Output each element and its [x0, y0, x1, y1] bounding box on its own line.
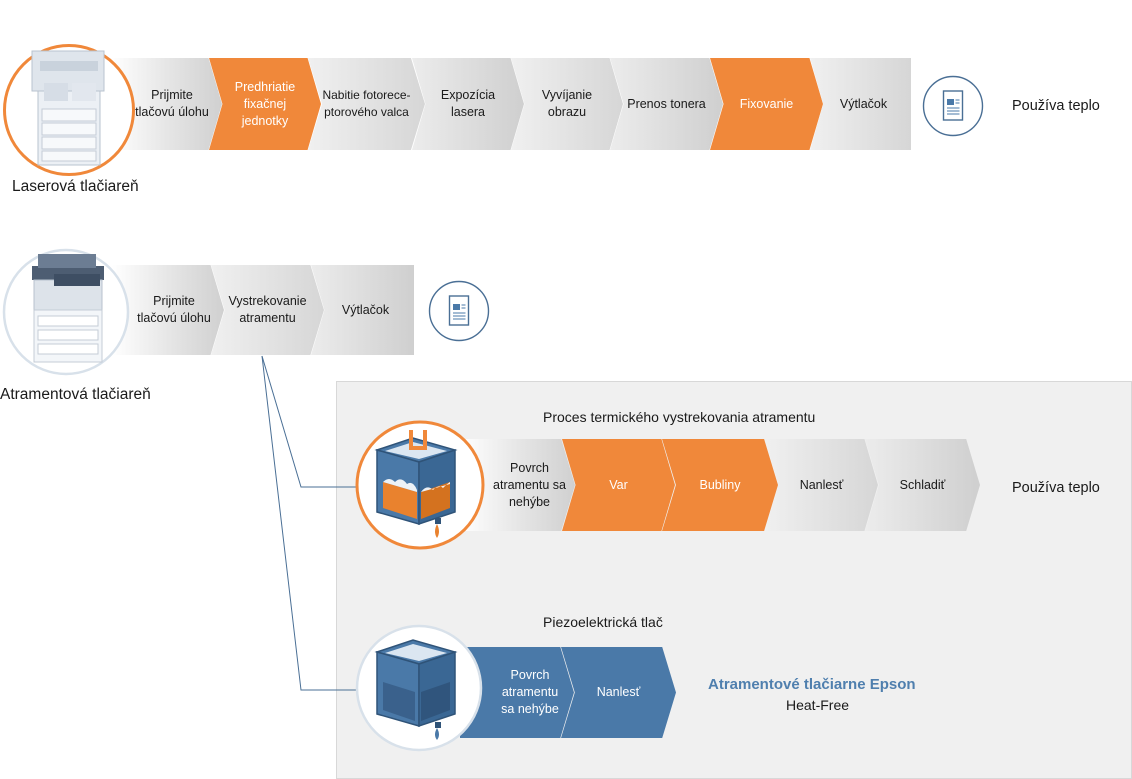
thermal-printhead-image — [355, 420, 485, 550]
laser-step-5: Vyvíjanie obrazu — [511, 58, 623, 150]
epson-heat-free-label: Heat-Free — [786, 697, 850, 713]
thermal-step-2: Var — [562, 439, 675, 531]
laser-step-7: Fixovanie — [710, 58, 823, 150]
laser-printer-image — [2, 43, 136, 177]
printer-icon — [31, 50, 105, 166]
piezo-printhead-icon — [355, 624, 483, 752]
inkjet-output-document-icon — [428, 280, 490, 342]
thermal-process-title: Proces termického vystrekovania atrament… — [543, 409, 816, 425]
thermal-step-3: Bubliny — [662, 439, 778, 531]
inkjet-step-3: Výtlačok — [311, 265, 414, 355]
inkjet-step-1: Prijmite tlačovú úlohu — [112, 265, 224, 355]
laser-step-4: Expozícia lasera — [412, 58, 524, 150]
thermal-step-4: Nanlesť — [765, 439, 878, 531]
laser-step-2: Predhriatie fixačnej jednotky — [209, 58, 321, 150]
inkjet-printer-label: Atramentová tlačiareň — [0, 386, 151, 403]
laser-step-3: Nabitie fotorece-ptorového valca — [308, 58, 425, 150]
inkjet-step-2: Vystrekovanie atramentu — [211, 265, 324, 355]
thermal-printhead-icon — [355, 420, 485, 550]
laser-step-8: Výtlačok — [810, 58, 911, 150]
laser-uses-heat-note: Používa teplo — [1012, 98, 1100, 114]
piezo-process-title: Piezoelektrická tlač — [543, 614, 663, 630]
printer-icon — [32, 254, 104, 363]
piezo-step-2: Nanlesť — [561, 647, 676, 738]
laser-output-document-icon — [922, 75, 984, 137]
laser-step-6: Prenos tonera — [610, 58, 723, 150]
piezo-printhead-image — [355, 624, 483, 752]
epson-brand-title: Atramentové tlačiarne Epson — [708, 676, 916, 693]
thermal-step-5: Schladiť — [865, 439, 980, 531]
laser-printer-label: Laserová tlačiareň — [12, 178, 139, 195]
inkjet-printer-image — [2, 248, 130, 376]
thermal-uses-heat-note: Používa teplo — [1012, 480, 1100, 496]
